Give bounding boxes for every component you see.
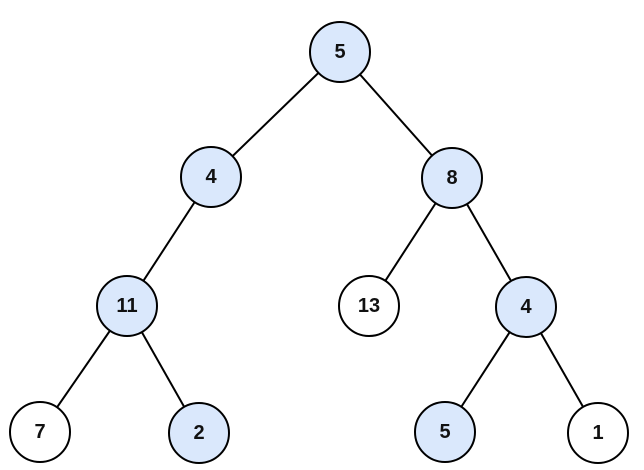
tree-node-rrl: 5 bbox=[414, 401, 476, 463]
tree-node-rl: 13 bbox=[338, 275, 400, 337]
tree-node-label: 13 bbox=[357, 295, 381, 317]
tree-node-label: 4 bbox=[205, 166, 217, 188]
tree-node-label: 5 bbox=[334, 41, 346, 63]
tree-node-label: 1 bbox=[592, 422, 604, 444]
tree-node-root: 5 bbox=[309, 21, 371, 83]
tree-node-label: 7 bbox=[34, 421, 46, 443]
tree-node-rrr: 1 bbox=[567, 402, 629, 464]
tree-node-ll: 11 bbox=[96, 275, 158, 337]
tree-node-label: 8 bbox=[446, 167, 458, 189]
tree-node-label: 5 bbox=[439, 421, 451, 443]
tree-node-label: 4 bbox=[520, 296, 532, 318]
tree-node-label: 2 bbox=[193, 422, 205, 444]
tree-node-lll: 7 bbox=[9, 401, 71, 463]
tree-node-l: 4 bbox=[180, 146, 242, 208]
tree-node-r: 8 bbox=[421, 147, 483, 209]
tree-node-llr: 2 bbox=[168, 402, 230, 464]
tree-node-label: 11 bbox=[116, 295, 138, 317]
tree-node-rr: 4 bbox=[495, 276, 557, 338]
